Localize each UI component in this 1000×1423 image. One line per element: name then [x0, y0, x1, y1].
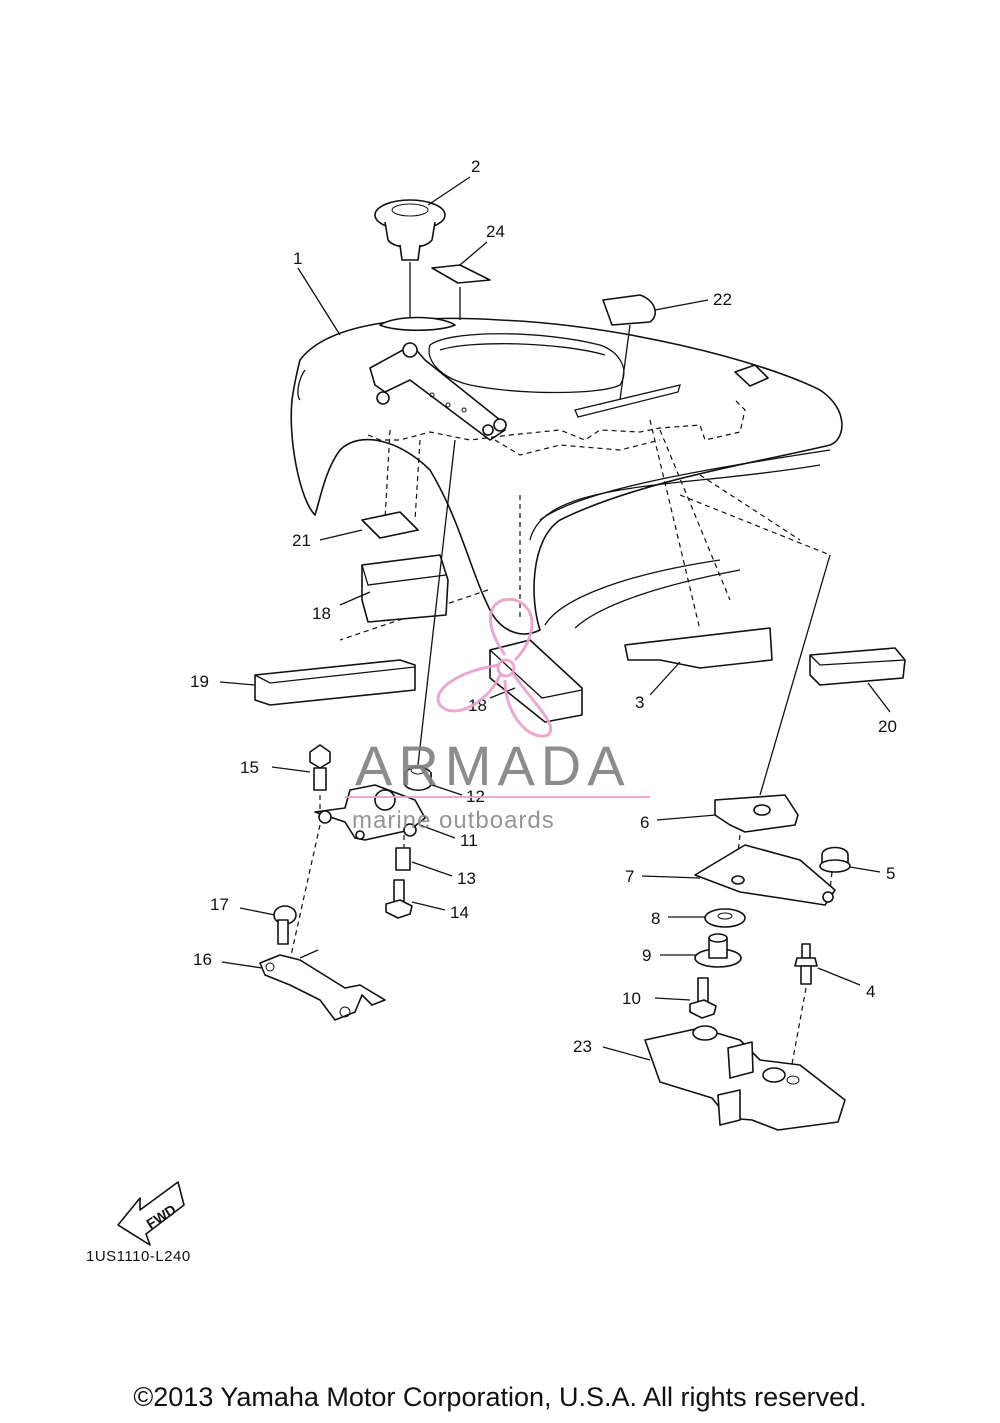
label-22 — [602, 294, 656, 326]
washer-8 — [704, 908, 746, 928]
callout-21: 21 — [292, 531, 311, 550]
propeller-blade — [503, 671, 553, 738]
callout-20: 20 — [878, 717, 897, 736]
bolt-14 — [385, 879, 413, 919]
fwd-arrow: FWD — [117, 1181, 185, 1246]
callout-1: 1 — [293, 249, 302, 268]
callout-15: 15 — [240, 758, 259, 777]
stud-4 — [794, 943, 818, 985]
grommet-12 — [404, 765, 432, 792]
collar-13 — [395, 847, 411, 871]
propeller-logo — [436, 597, 553, 738]
callout-18-left: 18 — [312, 604, 331, 623]
callout-8: 8 — [651, 909, 660, 928]
callout-23: 23 — [573, 1037, 592, 1056]
callout-10: 10 — [622, 989, 641, 1008]
bracket-16 — [259, 954, 386, 1021]
fuel-cap — [374, 199, 446, 318]
propeller-blade — [489, 597, 534, 662]
callout-22: 22 — [713, 290, 732, 309]
callout-5: 5 — [886, 864, 895, 883]
callouts: 1 2 3 4 5 6 7 8 9 10 11 12 13 14 15 16 1… — [190, 157, 897, 1056]
callout-24: 24 — [486, 222, 505, 241]
callout-9: 9 — [642, 946, 651, 965]
callout-17: 17 — [210, 895, 229, 914]
pad-21 — [361, 511, 419, 539]
callout-16: 16 — [193, 950, 212, 969]
pad-20 — [809, 647, 906, 686]
callout-14: 14 — [450, 903, 469, 922]
callout-18-center: 18 — [468, 696, 487, 715]
propeller-blade — [436, 663, 502, 713]
nut-5 — [819, 846, 851, 873]
copyright-notice: ©2013 Yamaha Motor Corporation, U.S.A. A… — [133, 1382, 867, 1412]
callout-7: 7 — [625, 867, 634, 886]
label-24 — [431, 264, 491, 284]
bolt-10 — [689, 977, 717, 1019]
callout-4: 4 — [866, 982, 875, 1001]
callout-2: 2 — [471, 157, 480, 176]
diagram-code: 1US1110-L240 — [86, 1248, 191, 1265]
watermark-subtitle: marine outboards — [352, 807, 555, 834]
screw-17 — [273, 905, 297, 945]
propeller-hub — [496, 658, 516, 678]
bracket-23 — [644, 1025, 846, 1131]
callout-11: 11 — [460, 831, 478, 850]
callout-13: 13 — [457, 869, 476, 888]
fuel-tank — [290, 316, 843, 641]
leader-lines — [219, 176, 891, 1061]
callout-3: 3 — [635, 693, 644, 712]
plate-7 — [694, 844, 836, 906]
armada-watermark: ARMADA marine outboards — [345, 597, 650, 834]
callout-19: 19 — [190, 672, 209, 691]
collar-9 — [694, 933, 742, 968]
callout-6: 6 — [640, 813, 649, 832]
bolt-15 — [309, 744, 331, 791]
pad-18-left — [361, 554, 449, 623]
pad-3 — [624, 627, 773, 669]
watermark-name: ARMADA — [355, 734, 631, 797]
